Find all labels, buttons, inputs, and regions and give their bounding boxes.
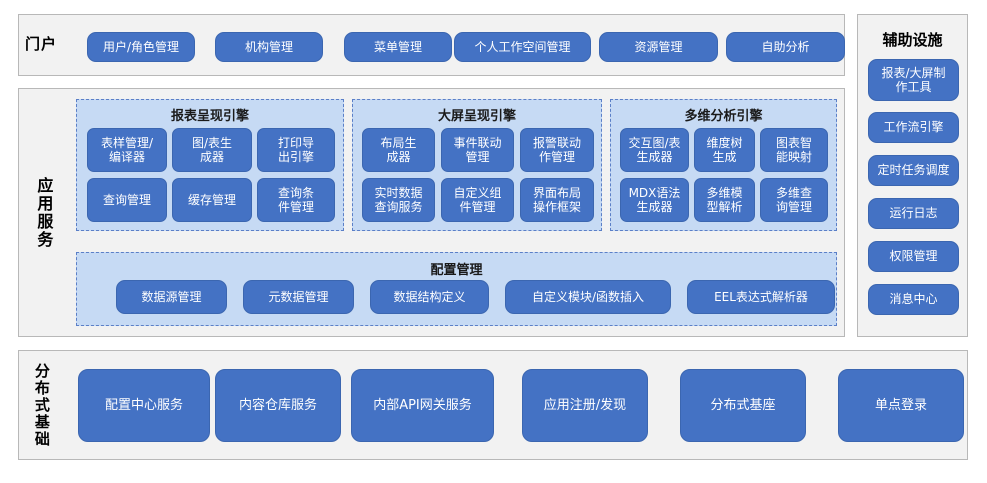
portal-item-org[interactable]: 机构管理 [215, 32, 323, 62]
engine-report-item-query-condition-management[interactable]: 查询条 件管理 [257, 178, 335, 222]
engine-multidim-item-multidim-query-management[interactable]: 多维查 询管理 [760, 178, 828, 222]
portal-item-resource[interactable]: 资源管理 [599, 32, 718, 62]
engine-bigscreen-rendering-title: 大屏呈现引擎 [437, 109, 516, 124]
portal-item-workspace[interactable]: 个人工作空间管理 [454, 32, 591, 62]
infra-item-content-repository-service[interactable]: 内容仓库服务 [215, 369, 341, 442]
infra-item-config-center-service[interactable]: 配置中心服务 [78, 369, 210, 442]
engine-bigscreen-item-ui-layout-framework[interactable]: 界面布局 操作框架 [520, 178, 594, 222]
config-item-datasource-management[interactable]: 数据源管理 [116, 280, 227, 314]
engine-multidim-item-interactive-chart-generator[interactable]: 交互图/表 生成器 [620, 128, 689, 172]
engine-bigscreen-item-layout-generator[interactable]: 布局生 成器 [362, 128, 435, 172]
engine-bigscreen-item-alarm-linkage-action-management[interactable]: 报警联动 作管理 [520, 128, 594, 172]
application-service-section: 应用服务 报表呈现引擎 表样管理/ 编译器 图/表生 成器 打印导 出引擎 查询… [18, 88, 845, 337]
config-item-eel-expression-parser[interactable]: EEL表达式解析器 [687, 280, 835, 314]
aside-item-runtime-log[interactable]: 运行日志 [868, 198, 959, 229]
engine-multidim-analysis: 多维分析引擎 交互图/表 生成器 维度树 生成 图表智 能映射 MDX语法 生成… [610, 99, 837, 231]
aside-item-scheduled-task-scheduling[interactable]: 定时任务调度 [868, 155, 959, 186]
engine-bigscreen-rendering: 大屏呈现引擎 布局生 成器 事件联动 管理 报警联动 作管理 实时数据 查询服务… [352, 99, 602, 231]
engine-bigscreen-item-event-linkage-management[interactable]: 事件联动 管理 [441, 128, 514, 172]
portal-item-user-role[interactable]: 用户/角色管理 [87, 32, 195, 62]
engine-report-item-cache-management[interactable]: 缓存管理 [172, 178, 252, 222]
engine-report-rendering: 报表呈现引擎 表样管理/ 编译器 图/表生 成器 打印导 出引擎 查询管理 缓存… [76, 99, 344, 231]
config-management-panel: 配置管理 数据源管理 元数据管理 数据结构定义 自定义模块/函数插入 EEL表达… [76, 252, 837, 326]
engine-report-item-template-editor[interactable]: 表样管理/ 编译器 [87, 128, 167, 172]
config-item-data-structure-definition[interactable]: 数据结构定义 [370, 280, 489, 314]
engine-bigscreen-item-realtime-data-query-service[interactable]: 实时数据 查询服务 [362, 178, 435, 222]
engine-multidim-item-chart-smart-mapping[interactable]: 图表智 能映射 [760, 128, 828, 172]
engine-report-item-query-management[interactable]: 查询管理 [87, 178, 167, 222]
aside-item-message-center[interactable]: 消息中心 [868, 284, 959, 315]
engine-bigscreen-item-custom-component-management[interactable]: 自定义组 件管理 [441, 178, 514, 222]
config-management-title: 配置管理 [430, 263, 483, 278]
infrastructure-band-label: 分布式基础 [32, 362, 51, 448]
engine-multidim-item-multidim-model-parsing[interactable]: 多维模 型解析 [694, 178, 755, 222]
engine-report-item-print-export-engine[interactable]: 打印导 出引擎 [257, 128, 335, 172]
engine-report-item-chart-table-generator[interactable]: 图/表生 成器 [172, 128, 252, 172]
portal-band-label: 门户 [24, 35, 57, 54]
infrastructure-section: 分布式基础 配置中心服务 内容仓库服务 内部API网关服务 应用注册/发现 分布… [18, 350, 968, 460]
infra-item-internal-api-gateway-service[interactable]: 内部API网关服务 [351, 369, 494, 442]
engine-report-rendering-title: 报表呈现引擎 [170, 109, 249, 124]
infra-item-app-registration-discovery[interactable]: 应用注册/发现 [522, 369, 648, 442]
portal-item-self-analysis[interactable]: 自助分析 [726, 32, 845, 62]
config-item-metadata-management[interactable]: 元数据管理 [243, 280, 354, 314]
aside-title: 辅助设施 [882, 31, 943, 49]
portal-section: 门户 用户/角色管理 机构管理 菜单管理 个人工作空间管理 资源管理 自助分析 [18, 14, 845, 76]
application-service-band-label: 应用服务 [34, 176, 54, 249]
portal-item-menu[interactable]: 菜单管理 [344, 32, 452, 62]
aside-section: 辅助设施 报表/大屏制 作工具 工作流引擎 定时任务调度 运行日志 权限管理 消… [857, 14, 968, 337]
engine-multidim-analysis-title: 多维分析引擎 [684, 109, 763, 124]
engine-multidim-item-dimension-tree-generation[interactable]: 维度树 生成 [694, 128, 755, 172]
infra-item-distributed-base[interactable]: 分布式基座 [680, 369, 806, 442]
infra-item-single-sign-on[interactable]: 单点登录 [838, 369, 964, 442]
engine-multidim-item-mdx-syntax-generator[interactable]: MDX语法 生成器 [620, 178, 689, 222]
aside-item-workflow-engine[interactable]: 工作流引擎 [868, 112, 959, 143]
config-item-custom-module-function-insert[interactable]: 自定义模块/函数插入 [505, 280, 671, 314]
aside-item-report-bigscreen-authoring-tool[interactable]: 报表/大屏制 作工具 [868, 59, 959, 101]
aside-item-permission-management[interactable]: 权限管理 [868, 241, 959, 272]
